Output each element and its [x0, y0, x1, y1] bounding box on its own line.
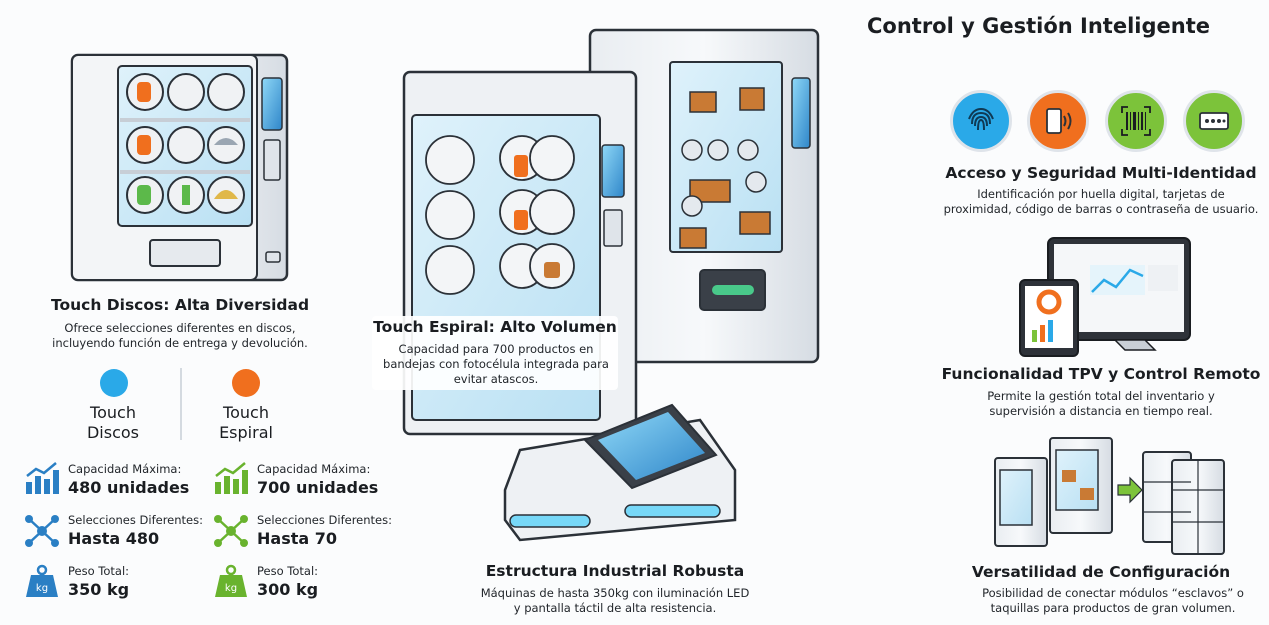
discos-machine-illustration	[70, 53, 289, 282]
discos-capacidad-label: Capacidad Máxima:	[68, 462, 182, 476]
password-circle	[1183, 90, 1245, 152]
discos-desc: Ofrece selecciones diferentes en discos,…	[52, 321, 308, 350]
estructura-title: Estructura Industrial Robusta	[485, 562, 745, 580]
weight-icon: kg	[26, 564, 58, 597]
proximity-card-icon	[1046, 108, 1072, 134]
bar-chart-icon	[26, 462, 59, 494]
svg-text:kg: kg	[225, 583, 237, 594]
network-icon	[214, 515, 248, 547]
versatilidad-title: Versatilidad de Configuración	[971, 563, 1231, 581]
bar-chart-icon	[215, 462, 248, 494]
fingerprint-icon	[968, 107, 994, 131]
espiral-desc: Capacidad para 700 productos en bandejas…	[383, 342, 609, 386]
model-label-espiral: Touch Espiral	[219, 403, 273, 442]
barcode-icon	[1121, 106, 1151, 136]
discos-selecciones-value: Hasta 480	[68, 529, 160, 548]
card-circle	[1027, 90, 1089, 152]
acceso-desc: Identificación por huella digital, tarje…	[943, 187, 1259, 216]
espiral-color-dot	[232, 369, 260, 397]
discos-selecciones-label: Selecciones Diferentes:	[68, 513, 203, 527]
versatilidad-desc: Posibilidad de conectar módulos “esclavo…	[982, 586, 1244, 615]
estructura-base-illustration	[503, 403, 737, 542]
tpv-desc: Permite la gestión total del inventario …	[987, 389, 1215, 418]
espiral-capacidad-value: 700 unidades	[257, 478, 379, 497]
tpv-title: Funcionalidad TPV y Control Remoto	[941, 365, 1261, 383]
espiral-peso-label: Peso Total:	[257, 564, 319, 578]
espiral-peso-value: 300 kg	[257, 580, 319, 599]
network-icon	[25, 515, 59, 547]
espiral-title: Touch Espiral: Alto Volumen	[373, 318, 617, 336]
svg-text:kg: kg	[36, 583, 48, 594]
tpv-devices-illustration	[1019, 237, 1191, 357]
weight-icon: kg	[215, 564, 247, 597]
estructura-desc: Máquinas de hasta 350kg con iluminación …	[480, 586, 750, 615]
discos-peso-label: Peso Total:	[68, 564, 130, 578]
model-label-discos: Touch Discos	[86, 403, 140, 442]
espiral-capacidad-label: Capacidad Máxima:	[257, 462, 371, 476]
discos-color-dot	[100, 369, 128, 397]
fingerprint-circle	[950, 90, 1012, 152]
acceso-title: Acceso y Seguridad Multi-Identidad	[945, 164, 1257, 182]
discos-peso-value: 350 kg	[68, 580, 130, 599]
password-icon	[1199, 112, 1229, 130]
barcode-circle	[1105, 90, 1167, 152]
versatilidad-modules-illustration	[994, 437, 1225, 555]
espiral-selecciones-value: Hasta 70	[257, 529, 337, 548]
page-title: Control y Gestión Inteligente	[867, 14, 1210, 38]
discos-capacidad-value: 480 unidades	[68, 478, 190, 497]
discos-title: Touch Discos: Alta Diversidad	[50, 296, 310, 314]
espiral-caption-panel	[372, 316, 618, 390]
espiral-selecciones-label: Selecciones Diferentes:	[257, 513, 392, 527]
